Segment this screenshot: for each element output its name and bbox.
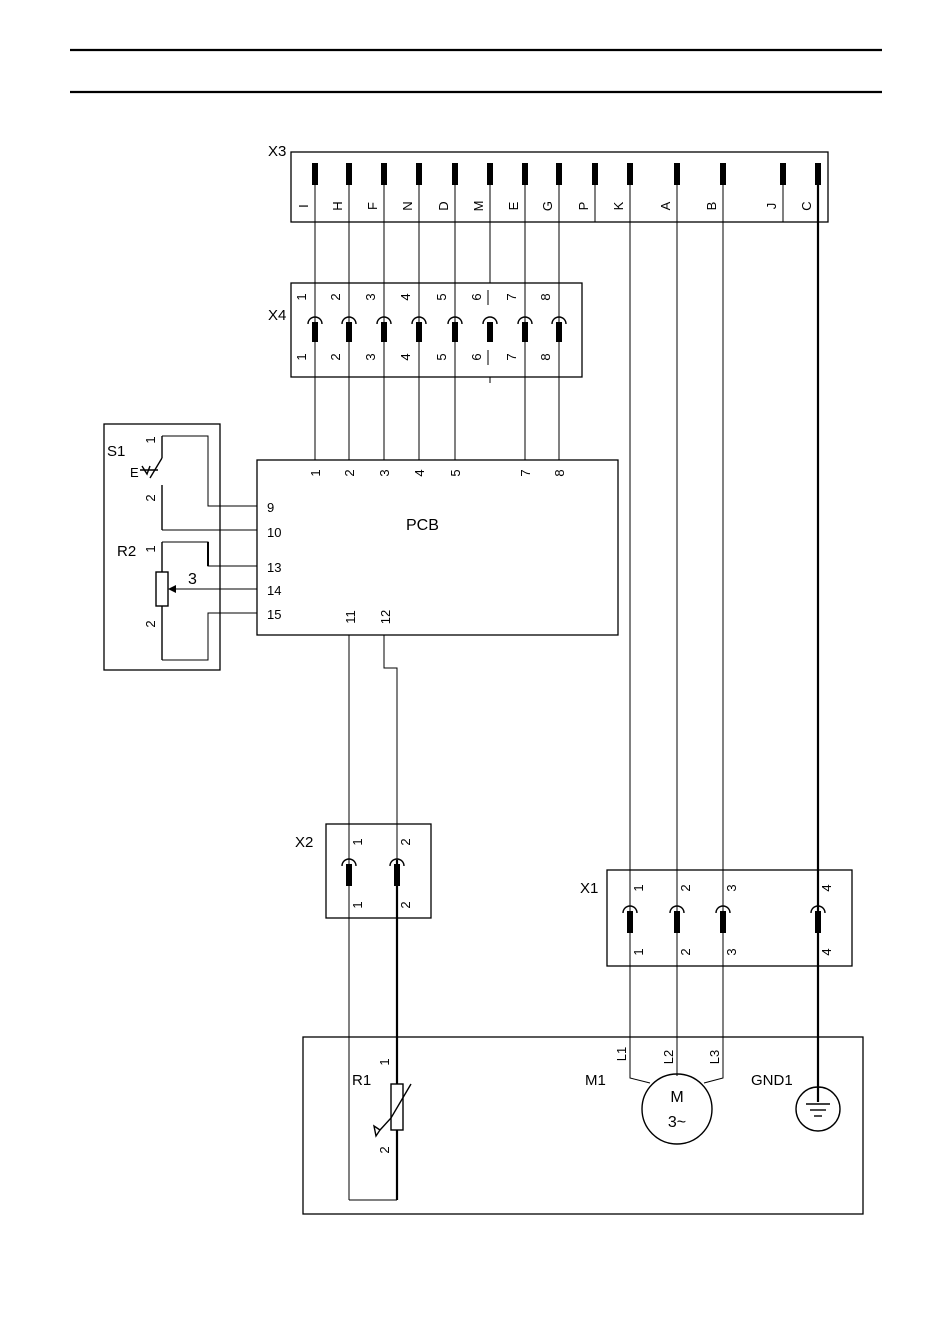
x3-pin-label: C	[799, 201, 814, 210]
x1-bottom-pin-label: 1	[631, 948, 646, 955]
x3-pin-label: M	[471, 201, 486, 212]
pcb-top-pin-label: 8	[552, 469, 567, 476]
connector-x1: X1 1 2 3 4 1 2 3 4	[580, 870, 852, 966]
x3-pin-label: E	[506, 201, 521, 210]
pot-r2-pin-label: 1	[143, 545, 158, 552]
x3-pin-label: B	[704, 202, 719, 211]
x4-bottom-pin-label: 7	[504, 353, 519, 360]
connector-x1-label: X1	[580, 880, 598, 897]
load-enclosure: R1 1 2 M1 L1 L2 L3 M 3~ GND1	[303, 1037, 863, 1214]
x1-bottom-pin-label: 3	[724, 948, 739, 955]
motor-m1-symbol	[630, 1070, 723, 1144]
pcb-bottom-pin-label: 12	[378, 610, 393, 624]
pcb-left-pin-label: 10	[267, 525, 281, 540]
x4-top-pin-label: 4	[398, 293, 413, 300]
x4-bottom-pin-label: 5	[434, 353, 449, 360]
pcb-top-pin-label: 1	[308, 469, 323, 476]
pcb-left-pin-label: 15	[267, 607, 281, 622]
x1-bottom-pin-label: 2	[678, 948, 693, 955]
pcb-top-pin-label: 4	[412, 469, 427, 476]
pcb-left-pin-label: 13	[267, 560, 281, 575]
x3-pin-label: H	[330, 201, 345, 210]
connector-x4-label: X4	[268, 307, 286, 324]
motor-m1-phase-text: 3~	[668, 1114, 686, 1131]
connector-x3: X3	[268, 143, 828, 222]
x4-bottom-pin-label: 8	[538, 353, 553, 360]
switch-s1-e-mark: E	[130, 465, 139, 480]
thermistor-r1-label: R1	[352, 1072, 371, 1089]
x2-bottom-pin-label: 1	[350, 901, 365, 908]
connector-x3-pins: I H F N D M E G P K A B J C	[296, 163, 821, 222]
motor-lead-label: L3	[707, 1050, 722, 1064]
pcb-left-pin-label: 9	[267, 500, 274, 515]
pcb-left-pin-label: 14	[267, 583, 281, 598]
x1-top-pin-label: 2	[678, 884, 693, 891]
connector-x2: X2 1 2 1 2	[295, 824, 431, 918]
x2-top-pin-label: 1	[350, 838, 365, 845]
x4-top-pin-label: 6	[469, 293, 484, 300]
x2-top-pin-label: 2	[398, 838, 413, 845]
motor-m1-m-text: M	[670, 1089, 683, 1106]
ground-gnd1-label: GND1	[751, 1072, 793, 1089]
x4-bottom-pin-label: 2	[328, 353, 343, 360]
x4-top-pin-label: 3	[363, 293, 378, 300]
x3-pin-label: D	[436, 201, 451, 210]
x4-top-pin-label: 2	[328, 293, 343, 300]
motor-lead-label: L2	[661, 1050, 676, 1064]
connector-x3-label: X3	[268, 143, 286, 160]
x3-pin-label: K	[611, 201, 626, 210]
pcb-top-pin-label: 3	[377, 469, 392, 476]
switch-s1-label: S1	[107, 443, 125, 460]
pot-r2-wiper-label: 3	[188, 571, 197, 588]
x2-bottom-pin-label: 2	[398, 901, 413, 908]
x4-bottom-pin-label: 6	[469, 353, 484, 360]
x3-pin-label: I	[296, 204, 311, 208]
switch-s1-symbol	[140, 436, 162, 530]
x4-bottom-pin-label: 3	[363, 353, 378, 360]
x4-top-pin-label: 7	[504, 293, 519, 300]
thermistor-r1-pin-label: 2	[377, 1146, 392, 1153]
switch-s1-pin-label: 1	[143, 436, 158, 443]
s1-r2-module: S1 1 2 E R2 1 2 3	[104, 424, 257, 670]
x1-top-pin-label: 1	[631, 884, 646, 891]
x4-bottom-pin-label: 1	[294, 353, 309, 360]
x3-pin-label: G	[540, 201, 555, 211]
x1-top-pin-label: 3	[724, 884, 739, 891]
x1-bottom-pin-label: 4	[819, 948, 834, 955]
x3-pin-label: J	[764, 203, 779, 210]
switch-s1-pin-label: 2	[143, 494, 158, 501]
pot-r2-pin-label: 2	[143, 620, 158, 627]
pcb-top-pin-label: 5	[448, 469, 463, 476]
x4-top-pin-label: 5	[434, 293, 449, 300]
pcb-top-pin-label: 2	[342, 469, 357, 476]
wires-x3-x1-load	[630, 185, 818, 1102]
pcb-bottom-pin-label: 11	[343, 610, 358, 624]
thermistor-r1-symbol	[374, 1084, 411, 1136]
x4-top-pin-label: 8	[538, 293, 553, 300]
motor-m1-label: M1	[585, 1072, 606, 1089]
pcb-board: PCB 1 2 3 4 5 7 8 9 10 13 14 15 11 12	[257, 460, 618, 635]
x3-pin-label: F	[365, 202, 380, 210]
x3-pin-label: N	[400, 201, 415, 210]
x4-bottom-pin-label: 4	[398, 353, 413, 360]
thermistor-r1-pin-label: 1	[377, 1058, 392, 1065]
pot-r2-symbol	[156, 542, 176, 660]
pcb-label: PCB	[406, 517, 439, 534]
x1-top-pin-label: 4	[819, 884, 834, 891]
motor-lead-label: L1	[614, 1047, 629, 1061]
pcb-top-pin-label: 7	[518, 469, 533, 476]
connector-x2-label: X2	[295, 834, 313, 851]
x3-pin-label: A	[658, 201, 673, 210]
x3-pin-label: P	[576, 202, 591, 211]
x4-top-pin-label: 1	[294, 293, 309, 300]
pot-r2-label: R2	[117, 543, 136, 560]
